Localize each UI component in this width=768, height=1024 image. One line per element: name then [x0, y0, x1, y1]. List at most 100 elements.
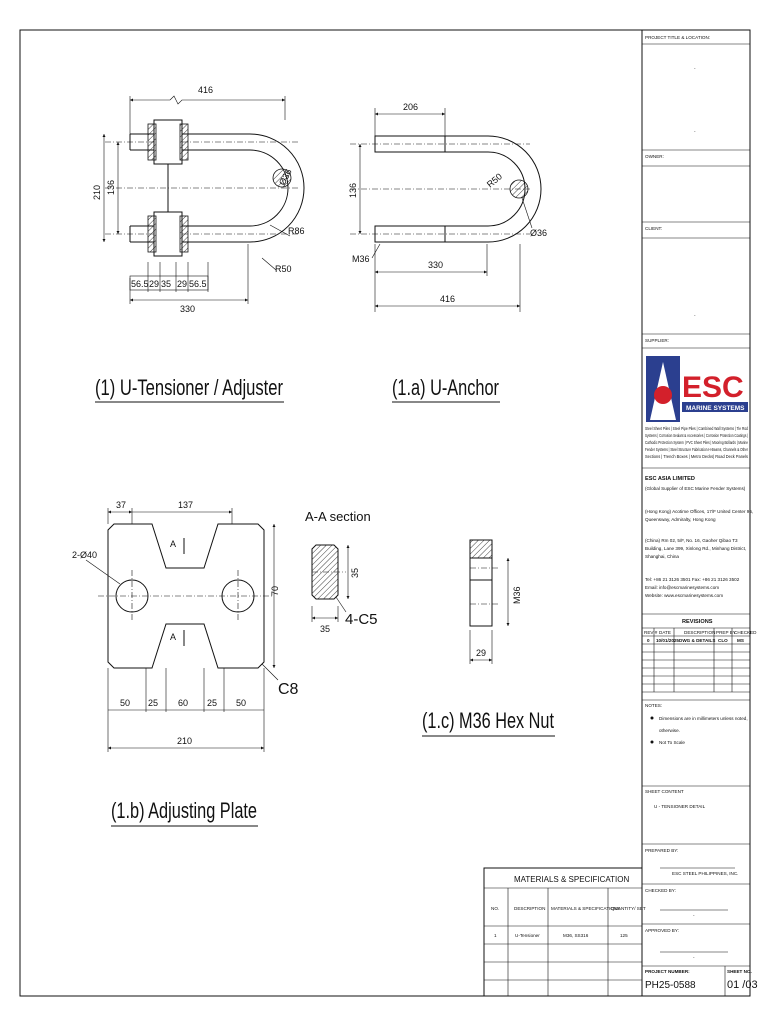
plate-seg-3: 60: [178, 698, 188, 708]
plate-seg-2: 25: [148, 698, 158, 708]
u-tensioner-title: (1) U-Tensioner / Adjuster: [95, 375, 283, 400]
rev-row-checked: MS: [737, 638, 744, 643]
materials-table: MATERIALS & SPECIFICATION NO. DESCRIPTIO…: [483, 867, 646, 997]
revisions-label: REVISIONS: [682, 619, 713, 625]
rev-col-checked: CHECKED: [734, 630, 757, 635]
anchor-dim-diameter: Ø36: [530, 228, 547, 238]
dim-top: 416: [198, 85, 213, 95]
segment-1: 56.5: [131, 279, 149, 289]
prepared-value: ESC STEEL PHILIPPINES, INC.: [672, 871, 738, 876]
rev-row-date: 10/01/2025: [656, 638, 679, 643]
segment-2: 29: [149, 279, 159, 289]
rev-row-desc: DWG & DETAILS: [679, 638, 715, 643]
prepared-label: PREPARED BY:: [645, 848, 678, 853]
u-anchor-title: (1.a) U-Anchor: [392, 375, 499, 400]
segment-3: 35: [161, 279, 171, 289]
rev-row-num: 0: [647, 638, 650, 643]
segment-5: 56.5: [189, 279, 207, 289]
project-number: PH25-0588: [645, 980, 696, 991]
esc-logo: ESC MARINE SYSTEMS: [646, 356, 748, 422]
col-no: NO.: [491, 906, 499, 911]
title-block: PROJECT TITLE & LOCATION: - - OWNER: CLI…: [642, 35, 758, 996]
plate-dim-height: 70: [270, 586, 280, 596]
contact-tel: Tel: +86 21 3126 3501 Fax: +86 21 3126 3…: [645, 577, 740, 582]
row-quantity: 125: [620, 933, 628, 938]
anchor-dim-overall: 416: [440, 294, 455, 304]
approved-label: APPROVED BY:: [645, 928, 679, 933]
plate-seg-5: 50: [236, 698, 246, 708]
contact-email: Email: info@escmarinesystems.com: [645, 585, 719, 590]
col-quantity: QUANTITY/ SET: [611, 906, 646, 911]
client-label: CLIENT:: [645, 226, 662, 231]
rev-col-date: DATE: [659, 630, 671, 635]
nut-dim-width: 29: [476, 648, 486, 658]
plate-dim-overall: 210: [177, 736, 192, 746]
anchor-dim-radius: R50: [485, 171, 504, 189]
hk-address-2: Queensway, Admiralty, Hong Kong: [645, 517, 716, 522]
cn-address-2: Building, Lane 399, Xinlong Rd., Minhang…: [645, 546, 746, 551]
approved-value: -: [693, 955, 695, 960]
dim-radius-outer: R86: [288, 226, 305, 236]
rev-col-num: REV #: [644, 630, 658, 635]
products-line-5: Sections | Trench Boxes | Metro Decks| R…: [645, 454, 749, 459]
u-anchor-view: 206 136 R50 Ø36 M36 330 416 (1.a) U-Anch…: [348, 102, 547, 403]
rev-row-prep: CLO: [718, 638, 728, 643]
owner-label: OWNER:: [645, 154, 664, 159]
notes-label: NOTES:: [645, 703, 662, 708]
supplier-label: SUPPLIER:: [645, 338, 669, 343]
adjusting-plate-view: 37 137 2-Ø40 A A 70 C8 50 25 60 25 50 21…: [72, 500, 378, 827]
company-sub: (Global Supplier of ESC Marine Fender Sy…: [645, 486, 746, 491]
row-no: 1: [494, 933, 497, 938]
plate-chamfer: C8: [278, 681, 299, 698]
dim-radius-inner: R50: [275, 264, 292, 274]
plate-seg-1: 50: [120, 698, 130, 708]
company-name: ESC ASIA LIMITED: [645, 476, 695, 482]
products-line-2: Systems | Corrosion Sealant & Accessorie…: [645, 433, 748, 438]
cn-address-3: Shanghai, China: [645, 554, 679, 559]
plate-holes: 2-Ø40: [72, 550, 97, 560]
section-dim-height: 35: [350, 568, 360, 578]
note-2: Not To Scale: [659, 740, 685, 745]
project-value-2: -: [694, 129, 696, 134]
dim-height-inner: 136: [106, 180, 116, 195]
row-description: U-Tensioner: [515, 933, 540, 938]
col-materials: MATERIALS & SPECIFICATIONS: [551, 906, 620, 911]
sheet-content-label: SHEET CONTENT: [645, 789, 684, 794]
anchor-dim-thread: M36: [352, 254, 370, 264]
cn-address-1: (China) Rm 02, 5/F, No. 16, Gaoher Qibao…: [645, 538, 738, 543]
rev-col-prep: PREP BY: [716, 630, 736, 635]
section-dim-width: 35: [320, 624, 330, 634]
checked-value: -: [693, 913, 695, 918]
plate-dim-left: 37: [116, 500, 126, 510]
project-number-label: PROJECT NUMBER:: [645, 969, 690, 974]
adjusting-plate-title: (1.b) Adjusting Plate: [111, 798, 257, 823]
client-value: -: [694, 313, 696, 318]
row-materials: M36, SS316: [563, 933, 589, 938]
hex-nut-title: (1.c) M36 Hex Nut: [422, 708, 554, 733]
section-title: A-A section: [305, 509, 371, 524]
materials-heading: MATERIALS & SPECIFICATION: [514, 875, 630, 884]
note-1: Dimensions are in millimeters unless not…: [659, 716, 748, 721]
anchor-dim-top: 206: [403, 102, 418, 112]
rev-col-desc: DESCRIPTION: [684, 630, 715, 635]
project-value: -: [694, 66, 696, 71]
hk-address-1: (Hong Kong) Acotime Offices, 17/F United…: [645, 509, 753, 514]
dim-bottom: 330: [180, 304, 195, 314]
checked-label: CHECKED BY:: [645, 888, 676, 893]
plate-seg-4: 25: [207, 698, 217, 708]
dim-height-outer: 210: [92, 185, 102, 200]
products-line-1: Steel Sheet Piles | Steel Pipe Piles | C…: [645, 426, 748, 431]
plate-dim-mid: 137: [178, 500, 193, 510]
hex-nut-view: M36 29 (1.c) M36 Hex Nut: [422, 539, 555, 737]
section-mark-bottom: A: [170, 632, 176, 642]
col-description: DESCRIPTION: [514, 906, 545, 911]
anchor-dim-height: 136: [348, 183, 358, 198]
note-1b: otherwise.: [659, 728, 680, 733]
logo-text: ESC: [682, 371, 744, 404]
sheet-no-label: SHEET NO.: [727, 969, 752, 974]
section-chamfer: 4-C5: [345, 611, 378, 628]
nut-dim-thread: M36: [512, 586, 522, 604]
segment-4: 29: [177, 279, 187, 289]
sheet-content: U - TENSIONER DETAIL: [654, 804, 706, 809]
